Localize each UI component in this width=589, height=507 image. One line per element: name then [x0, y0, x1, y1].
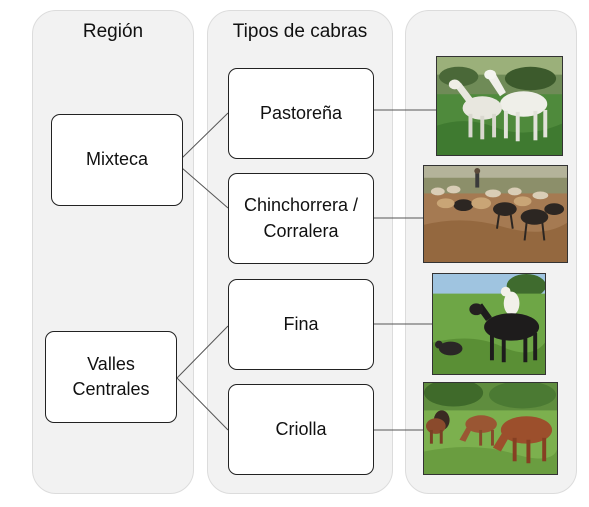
connector-valles-fina — [176, 325, 229, 379]
goat-types-column-title: Tipos de cabras — [232, 21, 368, 42]
region-node-valles-centrales: Valles Centrales — [45, 331, 177, 423]
goat-type-node-criolla: Criolla — [228, 384, 374, 475]
region-node-mixteca: Mixteca — [51, 114, 183, 206]
brown-goats-grazing-photo — [423, 382, 558, 475]
region-column-title: Región — [82, 21, 144, 42]
connector-mixteca-pastorena — [181, 112, 229, 159]
goat-type-node-fina: Fina — [228, 279, 374, 370]
connector-valles-criolla — [176, 377, 229, 431]
white-goats-on-grass-photo — [436, 56, 563, 156]
goat-type-node-pastorena: Pastoreña — [228, 68, 374, 159]
black-goat-in-field-photo — [432, 273, 546, 375]
goat-herd-on-dirt-photo — [423, 165, 568, 263]
connector-mixteca-chinchorrera — [181, 167, 229, 209]
goat-type-node-chinchorrera: Chinchorrera / Corralera — [228, 173, 374, 264]
